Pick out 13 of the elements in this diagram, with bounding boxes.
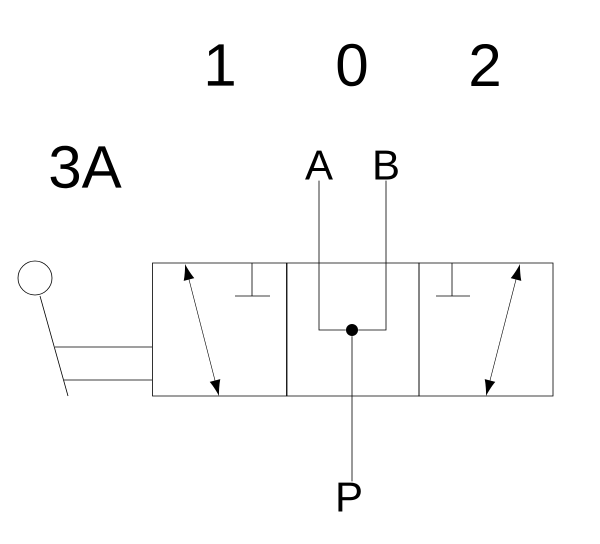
pipe-line (318, 180, 346, 330)
pipe-line (358, 180, 386, 330)
position-number: 0 (338, 44, 366, 86)
port-label: B (375, 150, 398, 180)
junction-dot (346, 324, 358, 336)
position-number: 1 (208, 44, 234, 86)
port-label: A (305, 150, 333, 180)
position-number: 2 (471, 44, 499, 86)
valve-position-box (152, 262, 287, 396)
valve-position-box (286, 262, 420, 396)
port-label: P (338, 482, 361, 512)
valve-position-box (418, 262, 554, 396)
valve-label: 3A (50, 146, 122, 188)
